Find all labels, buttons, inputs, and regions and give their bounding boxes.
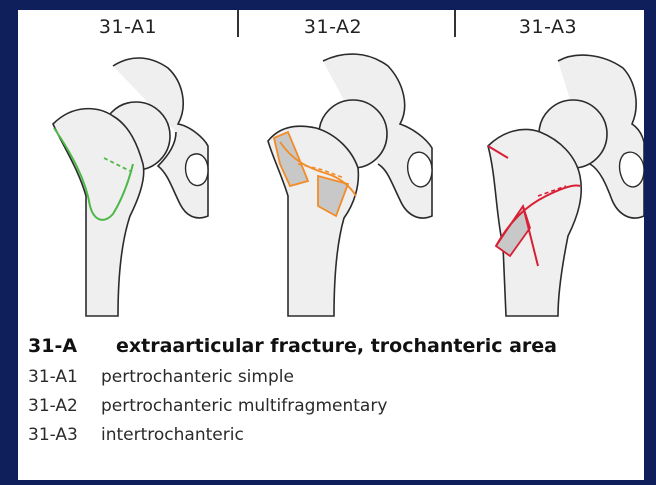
column-divider xyxy=(454,10,456,37)
obturator-outline xyxy=(408,152,432,187)
column-header: 31-A1 31-A2 31-A3 xyxy=(18,10,644,46)
femur-outline xyxy=(488,130,581,316)
legend-item-code: 31-A1 xyxy=(28,363,78,392)
femur-outline xyxy=(53,109,144,316)
legend-item-code: 31-A3 xyxy=(28,421,78,450)
hip-drawing-a1 xyxy=(53,58,208,316)
legend-item: 31-A2 pertrochanteric multifragmentary xyxy=(28,392,628,421)
classification-legend: 31-A extraarticular fracture, trochanter… xyxy=(28,330,628,450)
legend-heading-code: 31-A xyxy=(28,330,77,363)
legend-item-text: pertrochanteric multifragmentary xyxy=(101,392,387,421)
hip-illustrations xyxy=(18,46,644,326)
diagram-panel: 31-A1 31-A2 31-A3 xyxy=(18,10,644,480)
column-title-a2: 31-A2 xyxy=(243,16,423,38)
legend-item: 31-A3 intertrochanteric xyxy=(28,421,628,450)
column-title-a1: 31-A1 xyxy=(38,16,218,38)
column-title-a3: 31-A3 xyxy=(458,16,638,38)
obturator-outline xyxy=(620,152,645,187)
legend-heading-text: extraarticular fracture, trochanteric ar… xyxy=(116,330,557,363)
legend-item-text: pertrochanteric simple xyxy=(101,363,294,392)
legend-item-code: 31-A2 xyxy=(28,392,78,421)
legend-item-text: intertrochanteric xyxy=(101,421,244,450)
legend-item: 31-A1 pertrochanteric simple xyxy=(28,363,628,392)
column-divider xyxy=(237,10,239,37)
obturator-outline xyxy=(186,154,209,186)
hip-drawing-a2 xyxy=(268,54,432,316)
hip-drawing-a3 xyxy=(488,55,644,316)
legend-heading: 31-A extraarticular fracture, trochanter… xyxy=(28,330,628,363)
